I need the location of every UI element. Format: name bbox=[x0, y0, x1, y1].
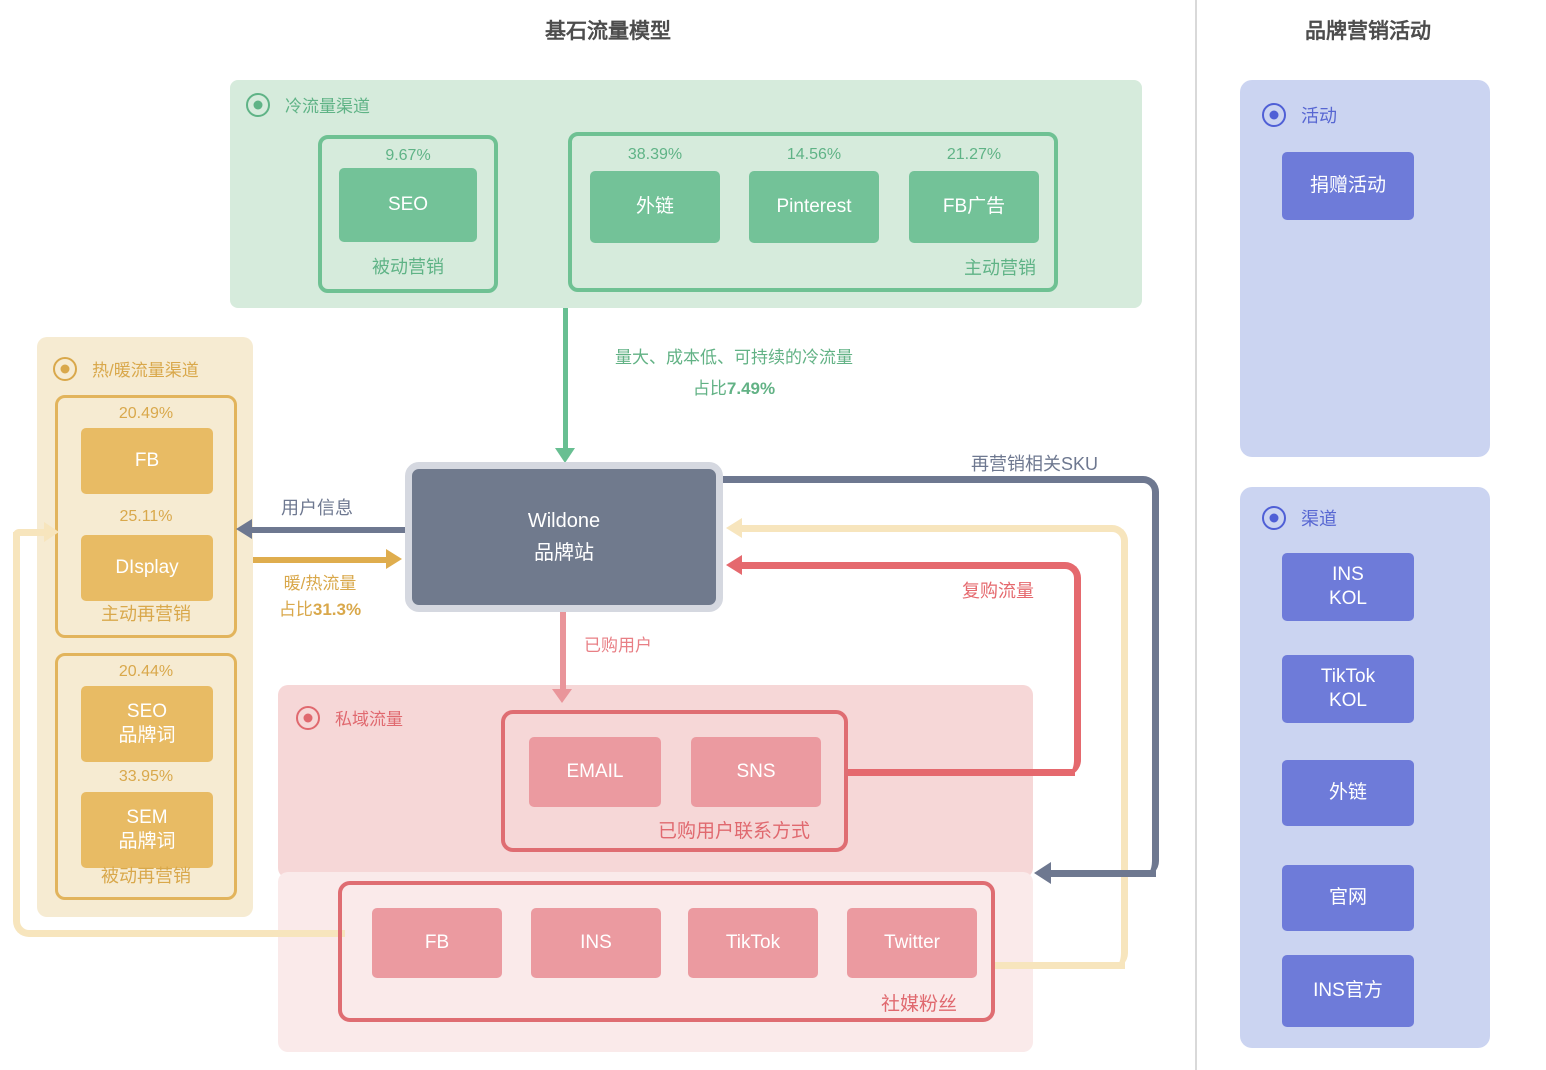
purchased-contacts-label: 已购用户联系方式 bbox=[657, 821, 810, 842]
node-ins-kol: INS KOL bbox=[1282, 553, 1414, 621]
sem-brand-percent: 33.95% bbox=[118, 768, 174, 785]
pinterest-percent: 14.56% bbox=[786, 146, 842, 163]
active-marketing-label: 主动营销 bbox=[964, 258, 1036, 278]
remarketing-sku-flow-line bbox=[723, 476, 1159, 877]
private-traffic-label: 私域流量 bbox=[335, 710, 403, 729]
warm-traffic-header: 热/暖流量渠道 bbox=[53, 356, 199, 381]
fans-to-brand-flow-line bbox=[995, 962, 1125, 969]
node-display: DIsplay bbox=[81, 535, 213, 601]
node-fb-ads: FB广告 bbox=[909, 171, 1039, 243]
target-icon bbox=[296, 705, 320, 730]
cold-traffic-section: 冷流量渠道 9.67% SEO 被动营销 38.39% 14.56% 21.27… bbox=[230, 80, 1142, 308]
active-remarketing-label: 主动再营销 bbox=[101, 604, 191, 624]
node-backlink: 外链 bbox=[590, 171, 720, 243]
channels-label: 渠道 bbox=[1301, 509, 1337, 529]
channels-header: 渠道 bbox=[1262, 505, 1337, 531]
user-info-label: 用户信息 bbox=[281, 498, 353, 518]
cold-in-flow-label: 量大、成本低、可持续的冷流量 占比7.49% bbox=[578, 342, 890, 405]
node-seo: SEO bbox=[339, 168, 477, 242]
node-ins-fans: INS bbox=[531, 908, 661, 978]
arrowhead-left-icon bbox=[726, 518, 742, 538]
target-icon bbox=[1262, 506, 1286, 530]
node-tiktok-fans: TikTok bbox=[688, 908, 818, 978]
seo-brand-percent: 20.44% bbox=[118, 663, 174, 680]
campaign-panel-title: 品牌营销活动 bbox=[1305, 20, 1431, 43]
campaign-activity-panel: 活动 捐赠活动 bbox=[1240, 80, 1490, 457]
purchased-contacts-group: EMAIL SNS 已购用户联系方式 bbox=[501, 710, 848, 852]
remarketing-sku-flow-line bbox=[1050, 870, 1156, 877]
passive-marketing-label: 被动营销 bbox=[372, 257, 444, 277]
node-tiktok-kol: TikTok KOL bbox=[1282, 655, 1414, 723]
activity-label: 活动 bbox=[1301, 106, 1337, 126]
target-icon bbox=[246, 92, 270, 117]
node-twitter-fans: Twitter bbox=[847, 908, 977, 978]
target-icon bbox=[1262, 103, 1286, 127]
purchased-flow-line bbox=[560, 612, 566, 691]
social-fans-group: FB INS TikTok Twitter 社媒粉丝 bbox=[338, 881, 995, 1022]
fans-to-warm-flow-line bbox=[13, 532, 345, 937]
node-ins-official: INS官方 bbox=[1282, 955, 1414, 1027]
node-pinterest: Pinterest bbox=[749, 171, 879, 243]
active-marketing-group: 38.39% 14.56% 21.27% 外链 Pinterest FB广告 主… bbox=[568, 132, 1058, 292]
arrowhead-left-icon bbox=[1034, 862, 1051, 884]
private-traffic-header: 私域流量 bbox=[296, 705, 403, 730]
social-fans-label: 社媒粉丝 bbox=[880, 994, 957, 1015]
repurchase-flow-label: 复购流量 bbox=[962, 581, 1034, 601]
cold-in-line1: 量大、成本低、可持续的冷流量 bbox=[615, 348, 853, 367]
vertical-divider bbox=[1195, 0, 1197, 1070]
passive-remarketing-label: 被动再营销 bbox=[101, 866, 191, 886]
node-fb-fans: FB bbox=[372, 908, 502, 978]
warm-in-line2-prefix: 占比 bbox=[278, 600, 313, 620]
arrowhead-left-icon bbox=[726, 555, 742, 575]
display-percent: 25.11% bbox=[119, 508, 173, 525]
arrowhead-down-icon bbox=[555, 448, 575, 463]
node-seo-brand: SEO 品牌词 bbox=[81, 686, 213, 762]
fb-percent: 20.49% bbox=[118, 405, 174, 422]
repurchase-flow-line bbox=[845, 769, 1075, 776]
user-info-flow-line bbox=[251, 527, 407, 533]
fb-ads-percent: 21.27% bbox=[946, 146, 1002, 163]
cold-in-flow-line bbox=[563, 308, 568, 450]
warm-in-line1: 暖/热流量 bbox=[283, 574, 357, 593]
fans-to-warm-flow-line bbox=[13, 529, 44, 536]
warm-in-flow-line bbox=[253, 557, 387, 563]
arrowhead-right-icon bbox=[386, 549, 402, 569]
brand-site-node: Wildone 品牌站 bbox=[405, 462, 723, 612]
remarketing-sku-label: 再营销相关SKU bbox=[971, 454, 1099, 474]
warm-in-percent: 31.3% bbox=[312, 600, 362, 620]
node-sem-brand: SEM 品牌词 bbox=[81, 792, 213, 868]
warm-traffic-label: 热/暖流量渠道 bbox=[92, 361, 199, 380]
active-remarketing-group: 20.49% FB 25.11% DIsplay 主动再营销 bbox=[55, 395, 237, 638]
cold-in-line2-prefix: 占比 bbox=[692, 379, 727, 399]
repurchase-flow-line bbox=[741, 562, 1081, 776]
activity-header: 活动 bbox=[1262, 102, 1337, 128]
cold-traffic-header: 冷流量渠道 bbox=[246, 92, 370, 117]
warm-traffic-section: 热/暖流量渠道 20.49% FB 25.11% DIsplay 主动再营销 2… bbox=[37, 337, 253, 917]
target-icon bbox=[53, 356, 77, 381]
node-backlink-channel: 外链 bbox=[1282, 760, 1414, 826]
campaign-channels-panel: 渠道 INS KOL TikTok KOL 外链 官网 INS官方 bbox=[1240, 487, 1490, 1048]
fans-to-brand-flow-line bbox=[741, 525, 1128, 969]
arrowhead-left-icon bbox=[236, 519, 252, 539]
node-donation-activity: 捐赠活动 bbox=[1282, 152, 1414, 220]
warm-in-flow-label: 暖/热流量 占比31.3% bbox=[256, 571, 384, 624]
seo-percent: 9.67% bbox=[385, 147, 431, 164]
node-fb-remarketing: FB bbox=[81, 428, 213, 494]
arrowhead-down-icon bbox=[552, 689, 572, 703]
page-title: 基石流量模型 bbox=[545, 20, 671, 43]
node-official-site: 官网 bbox=[1282, 865, 1414, 931]
backlink-percent: 38.39% bbox=[627, 146, 683, 163]
arrowhead-right-icon bbox=[44, 522, 59, 542]
passive-marketing-group: 9.67% SEO 被动营销 bbox=[318, 135, 498, 293]
purchased-flow-label: 已购用户 bbox=[584, 636, 652, 655]
cold-traffic-label: 冷流量渠道 bbox=[285, 97, 370, 116]
passive-remarketing-group: 20.44% SEO 品牌词 33.95% SEM 品牌词 被动再营销 bbox=[55, 653, 237, 900]
cold-in-percent: 7.49% bbox=[726, 379, 776, 399]
node-sns: SNS bbox=[691, 737, 821, 807]
node-email: EMAIL bbox=[529, 737, 661, 807]
